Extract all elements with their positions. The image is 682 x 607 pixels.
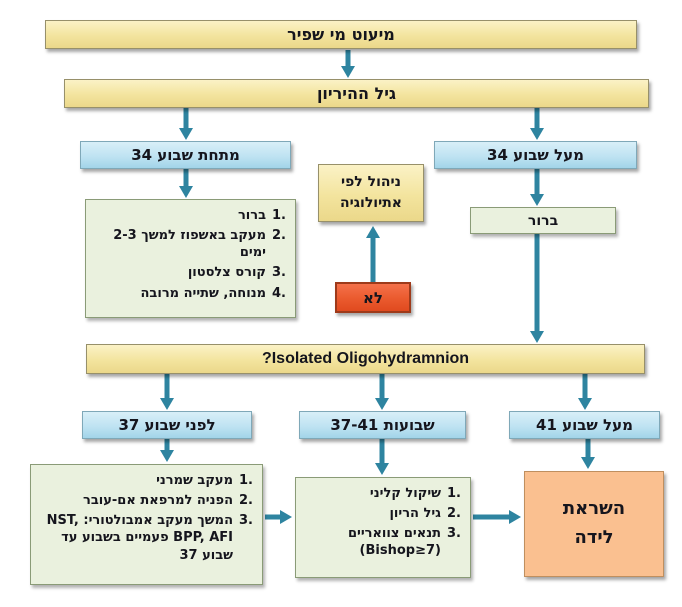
arrow-isolated-to-weeks-37-41 xyxy=(375,374,389,410)
node-isolated-question: Isolated Oligohydramnion? xyxy=(86,344,645,374)
node-under-34-plan: ברור מעקב באשפוז למשך 2-3 ימים קורס צלסט… xyxy=(85,199,296,318)
list-number xyxy=(272,207,286,224)
arrow-over-41-to-induction xyxy=(581,439,595,469)
arrow-weeks-37-41-to-plan xyxy=(375,439,389,475)
node-before-37-plan: מעקב שמרני הפניה למרפאת אם-עובר המשך מעק… xyxy=(30,464,263,585)
list-item: מעקב באשפוז למשך 2-3 ימים xyxy=(95,227,286,261)
node-gestational-age: גיל ההיריון xyxy=(64,79,649,108)
list-number xyxy=(447,525,461,559)
list-number xyxy=(239,492,253,509)
node-oligohydramnios: מיעוט מי שפיר xyxy=(45,20,637,49)
weeks-37-41-plan-list: שיקול קליני גיל הריון תנאים צוואריים (Bi… xyxy=(305,485,461,560)
arrow-top-to-gestational-age xyxy=(341,50,355,78)
arrow-weeks-plan-to-induction xyxy=(473,510,521,524)
node-over-week-34: מעל שבוע 34 xyxy=(434,141,637,169)
node-under-week-34: מתחת שבוע 34 xyxy=(80,141,291,169)
arrow-before-37-to-plan xyxy=(160,439,174,462)
node-labor-induction: השראת לידה xyxy=(524,471,664,577)
list-item: גיל הריון xyxy=(305,505,461,522)
list-item: קורס צלסטון xyxy=(95,264,286,281)
arrow-isolated-to-before-37 xyxy=(160,374,174,410)
list-item: הפניה למרפאת אם-עובר xyxy=(40,492,253,509)
arrow-over-34-to-workup xyxy=(530,169,544,206)
list-item: מנוחה, שתייה מרובה xyxy=(95,285,286,302)
arrow-gestational-age-to-under-34 xyxy=(179,108,193,140)
node-workup: ברור xyxy=(470,207,616,234)
list-number xyxy=(272,285,286,302)
node-no-answer: לא xyxy=(335,282,411,313)
list-number xyxy=(447,485,461,502)
arrow-before-37-plan-to-weeks-plan xyxy=(265,510,292,524)
node-over-week-41: מעל שבוע 41 xyxy=(509,411,660,439)
arrow-no-to-etiology-management xyxy=(366,226,380,282)
node-before-week-37: לפני שבוע 37 xyxy=(82,411,252,439)
node-weeks-37-41-plan: שיקול קליני גיל הריון תנאים צוואריים (Bi… xyxy=(295,477,471,578)
arrow-under-34-to-plan xyxy=(179,169,193,198)
arrow-isolated-to-over-41 xyxy=(578,374,592,410)
list-number xyxy=(447,505,461,522)
arrow-gestational-age-to-over-34 xyxy=(530,108,544,140)
list-number xyxy=(272,227,286,261)
arrow-workup-to-isolated-question xyxy=(530,234,544,343)
list-number xyxy=(239,472,253,489)
under-34-plan-list: ברור מעקב באשפוז למשך 2-3 ימים קורס צלסט… xyxy=(95,207,286,302)
node-weeks-37-41: שבועות 37-41 xyxy=(299,411,466,439)
list-item: מעקב שמרני xyxy=(40,472,253,489)
list-item: ברור xyxy=(95,207,286,224)
list-item: תנאים צוואריים (Bishop≥7) xyxy=(305,525,461,559)
list-number xyxy=(239,512,253,563)
list-item: שיקול קליני xyxy=(305,485,461,502)
list-number xyxy=(272,264,286,281)
list-item: המשך מעקב אמבולטורי: NST, BPP, AFI פעמיי… xyxy=(40,512,253,563)
before-37-plan-list: מעקב שמרני הפניה למרפאת אם-עובר המשך מעק… xyxy=(40,472,253,564)
node-etiology-management: ניהול לפי אתיולוגיה xyxy=(318,164,424,222)
